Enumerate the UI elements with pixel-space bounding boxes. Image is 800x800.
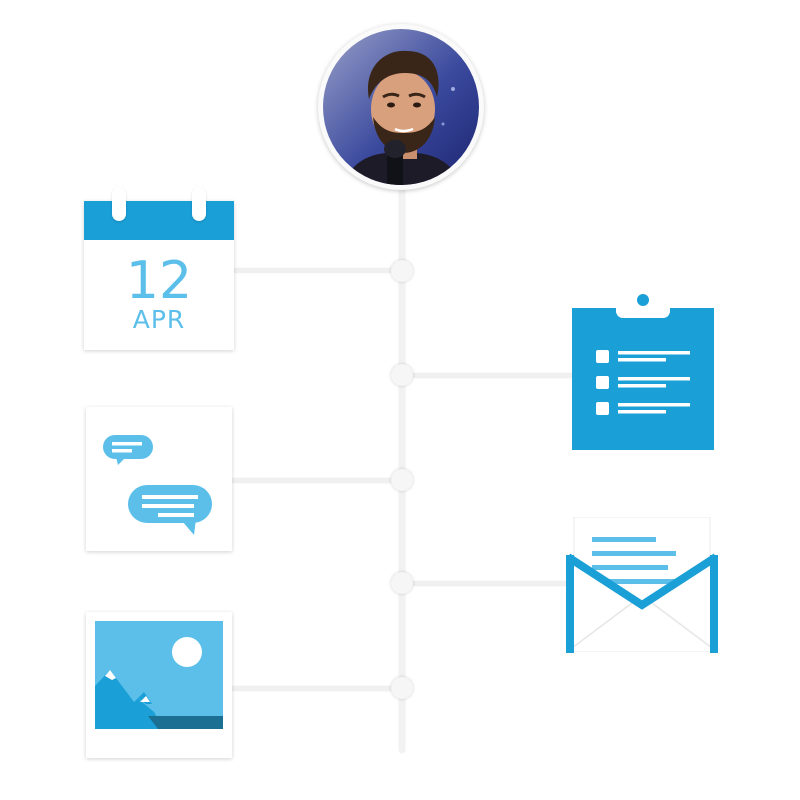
calendar-card: 12 APR: [84, 187, 234, 350]
clipboard-card: [572, 291, 714, 452]
timeline-node: [391, 260, 413, 282]
connector-photo: [232, 686, 402, 691]
mail-card: [565, 516, 719, 653]
calendar-ring: [112, 187, 126, 221]
person-avatar-icon: [323, 29, 479, 185]
calendar-month: APR: [132, 305, 186, 334]
timeline-node: [391, 364, 413, 386]
timeline-node: [391, 469, 413, 491]
timeline-node: [391, 677, 413, 699]
calendar-icon: [84, 201, 234, 240]
photo-card: [86, 612, 232, 758]
open-envelope-icon: [565, 516, 719, 653]
calendar-day: 12: [125, 251, 193, 311]
connector-mail: [402, 581, 568, 586]
connector-calendar: [234, 268, 402, 273]
chat-bubbles-icon: [103, 435, 212, 535]
clipboard-checklist-icon: [572, 291, 714, 450]
landscape-image-icon: [95, 621, 223, 729]
calendar-ring: [192, 187, 206, 221]
connector-chat: [232, 478, 402, 483]
chat-card: [86, 407, 232, 551]
avatar: [318, 24, 484, 190]
timeline-node: [391, 572, 413, 594]
connector-clipboard: [402, 373, 574, 378]
